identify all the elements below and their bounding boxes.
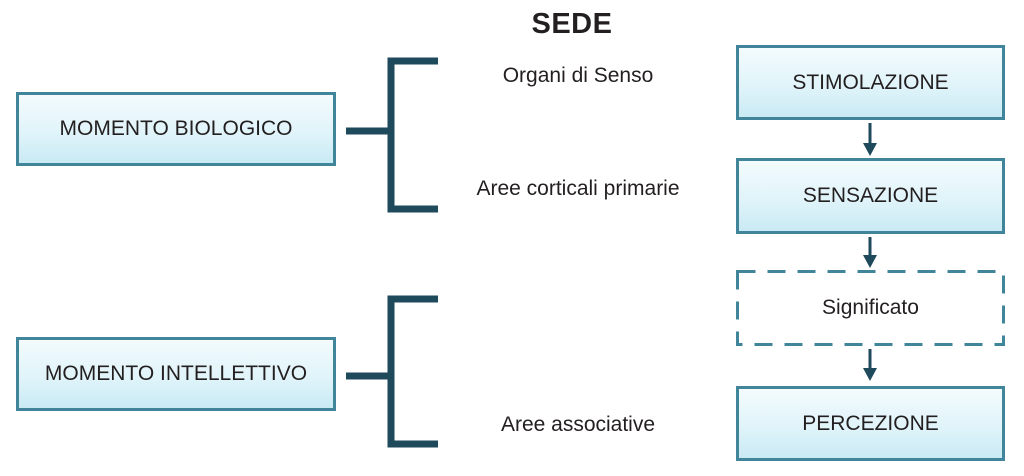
sede-aree-corticali-primarie: Aree corticali primarie (476, 177, 680, 200)
momento-intellettivo-box: MOMENTO INTELLETTIVO (16, 337, 336, 411)
stimolazione-box: STIMOLAZIONE (736, 45, 1005, 120)
momento-intellettivo-label: MOMENTO INTELLETTIVO (44, 362, 308, 385)
percezione-label: PERCEZIONE (802, 411, 939, 435)
diagram-title: SEDE (531, 8, 613, 40)
momento-biologico-box: MOMENTO BIOLOGICO (16, 92, 336, 166)
significato-box: Significato (736, 270, 1005, 346)
sede-aree-associative: Aree associative (500, 413, 656, 436)
stimolazione-label: STIMOLAZIONE (792, 70, 949, 94)
significato-dashed-frame (736, 270, 1005, 346)
sensazione-box: SENSAZIONE (736, 158, 1005, 234)
bracket-biologico (387, 57, 438, 213)
bracket-intellettivo (387, 295, 438, 448)
percezione-box: PERCEZIONE (736, 386, 1005, 461)
momento-biologico-label: MOMENTO BIOLOGICO (59, 117, 293, 140)
sensazione-label: SENSAZIONE (802, 184, 939, 207)
significato-label: Significato (822, 296, 919, 319)
sede-organi-di-senso: Organi di Senso (502, 64, 654, 87)
